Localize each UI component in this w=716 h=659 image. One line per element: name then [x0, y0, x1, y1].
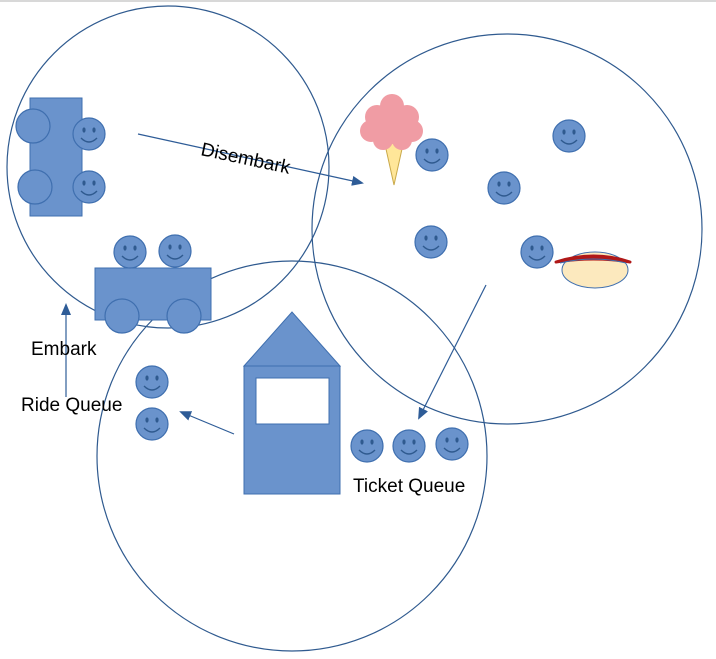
ticket-area-circle [96, 260, 488, 652]
to-ticket-queue-arrow [418, 284, 487, 420]
smiley-face-icon [520, 235, 554, 269]
smiley-face-icon [552, 119, 586, 153]
smiley-face-icon [487, 171, 521, 205]
to-ride-queue-arrow [179, 411, 235, 435]
smiley-face-icon [435, 427, 469, 461]
embark-label: Embark [31, 339, 97, 360]
ice-cream-icon [360, 94, 423, 186]
smiley-face-icon [72, 117, 106, 151]
smiley-face-icon [135, 407, 169, 441]
smiley-face-icon [350, 429, 384, 463]
smiley-face-icon [72, 170, 106, 204]
hot-dog-icon [554, 251, 632, 289]
ride-area-circle [6, 5, 330, 329]
ride-car-icon [15, 97, 83, 217]
ride-car-icon [94, 267, 212, 334]
smiley-face-icon [135, 365, 169, 399]
ride-queue-label: Ride Queue [21, 395, 122, 416]
ticket-booth-icon [242, 311, 342, 495]
smiley-face-icon [414, 225, 448, 259]
booth-window [255, 377, 330, 425]
smiley-face-icon [392, 429, 426, 463]
smiley-face-icon [113, 235, 147, 269]
food-area-circle [311, 33, 703, 425]
smiley-face-icon [158, 234, 192, 268]
ticket-queue-label: Ticket Queue [353, 476, 465, 497]
smiley-face-icon [415, 138, 449, 172]
disembark-label: Disembark [199, 139, 293, 179]
disembark-arrow [137, 133, 364, 186]
